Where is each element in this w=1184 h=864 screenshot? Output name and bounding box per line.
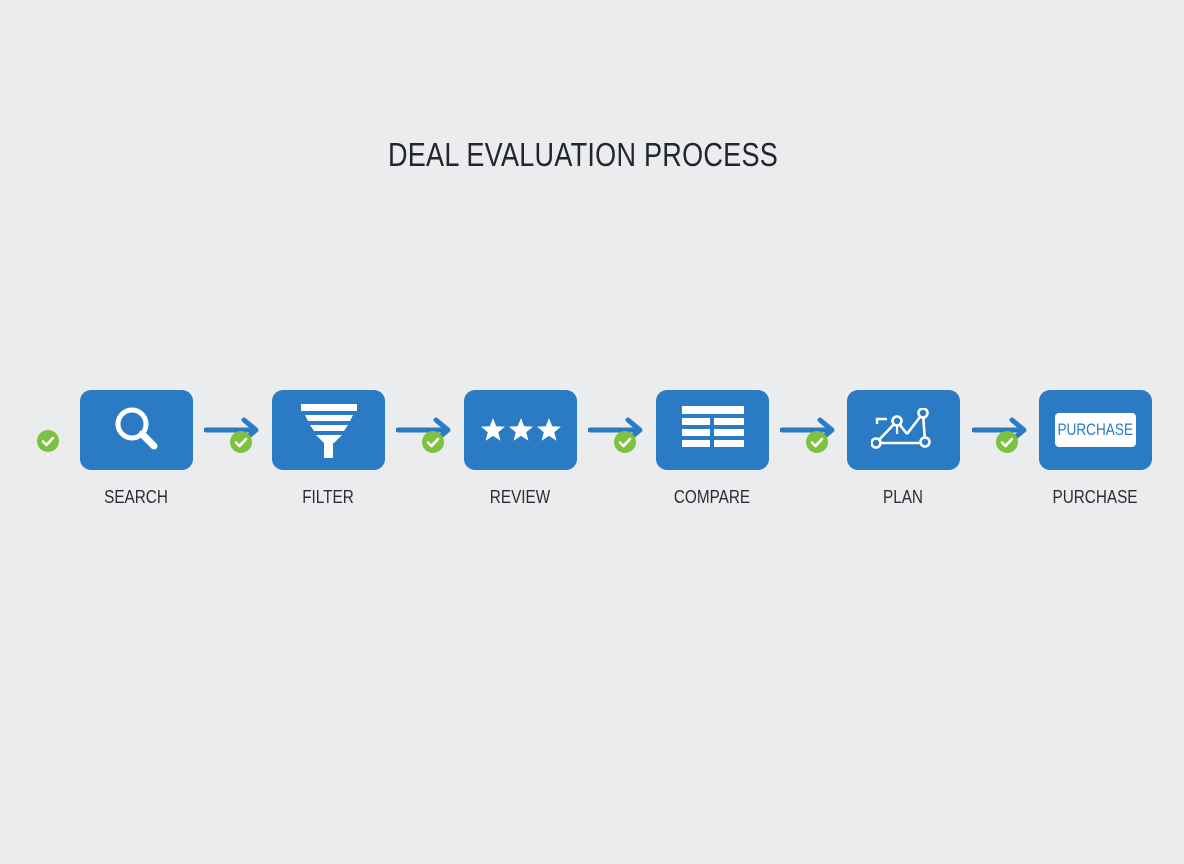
three-stars-icon — [480, 418, 561, 441]
step-filter-tile — [272, 390, 385, 470]
magnifier-icon — [115, 407, 157, 450]
step-label-compare: COMPARE — [673, 487, 751, 507]
step-purchase-tile: PURCHASE — [1039, 390, 1152, 470]
checkmark-circle-icon — [614, 431, 636, 453]
step-label-purchase: PURCHASE — [1052, 487, 1138, 507]
step-search-tile — [80, 390, 193, 470]
purchase-button-text: PURCHASE — [1057, 420, 1134, 439]
checkmark-circle-icon — [996, 431, 1018, 453]
step-review-tile — [464, 390, 577, 470]
checkmark-circle-icon — [422, 431, 444, 453]
funnel-icon — [300, 404, 357, 458]
route-nodes-icon — [870, 408, 931, 449]
step-label-review: REVIEW — [489, 487, 551, 507]
table-grid-icon — [681, 406, 744, 447]
checkmark-circle-icon — [806, 431, 828, 453]
purchase-button-icon: PURCHASE — [1055, 413, 1136, 447]
step-compare-tile — [656, 390, 769, 470]
page-title: DEAL EVALUATION PROCESS — [387, 136, 779, 173]
step-label-plan: PLAN — [883, 487, 923, 507]
step-label-filter: FILTER — [302, 487, 354, 507]
checkmark-circle-icon — [37, 430, 59, 452]
step-label-search: SEARCH — [104, 487, 168, 507]
step-plan-tile — [847, 390, 960, 470]
checkmark-circle-icon — [230, 431, 252, 453]
